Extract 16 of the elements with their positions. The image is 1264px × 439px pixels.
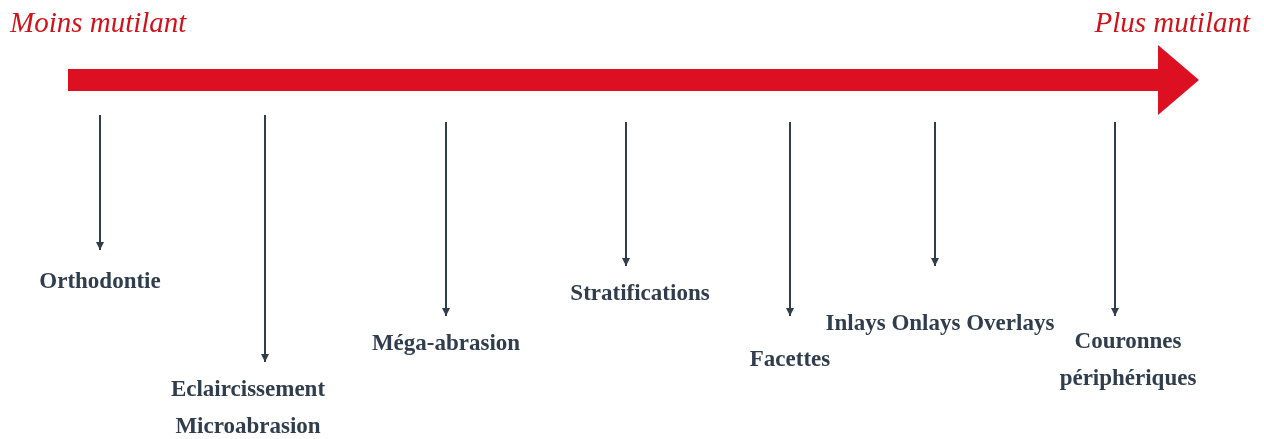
arrow xyxy=(96,114,104,251)
scale-label: Plus mutilant xyxy=(1094,6,1250,39)
arrow xyxy=(442,121,450,317)
arrow xyxy=(786,121,794,317)
treatment-label: Stratifications xyxy=(568,274,712,311)
arrow xyxy=(261,114,269,363)
treatment-label: Inlays Onlays Overlays xyxy=(823,304,1057,341)
treatment-label: Orthodontie xyxy=(37,262,163,299)
arrow xyxy=(931,121,939,267)
treatment-label: Eclaircissement Microabrasion xyxy=(168,370,328,439)
treatment-label: Facettes xyxy=(747,340,833,377)
scale-label: Moins mutilant xyxy=(10,6,187,39)
treatment-label: Méga-abrasion xyxy=(369,324,523,361)
arrow xyxy=(1111,121,1119,317)
arrow xyxy=(622,121,630,267)
treatment-label: Couronnes périphériques xyxy=(1057,322,1199,396)
